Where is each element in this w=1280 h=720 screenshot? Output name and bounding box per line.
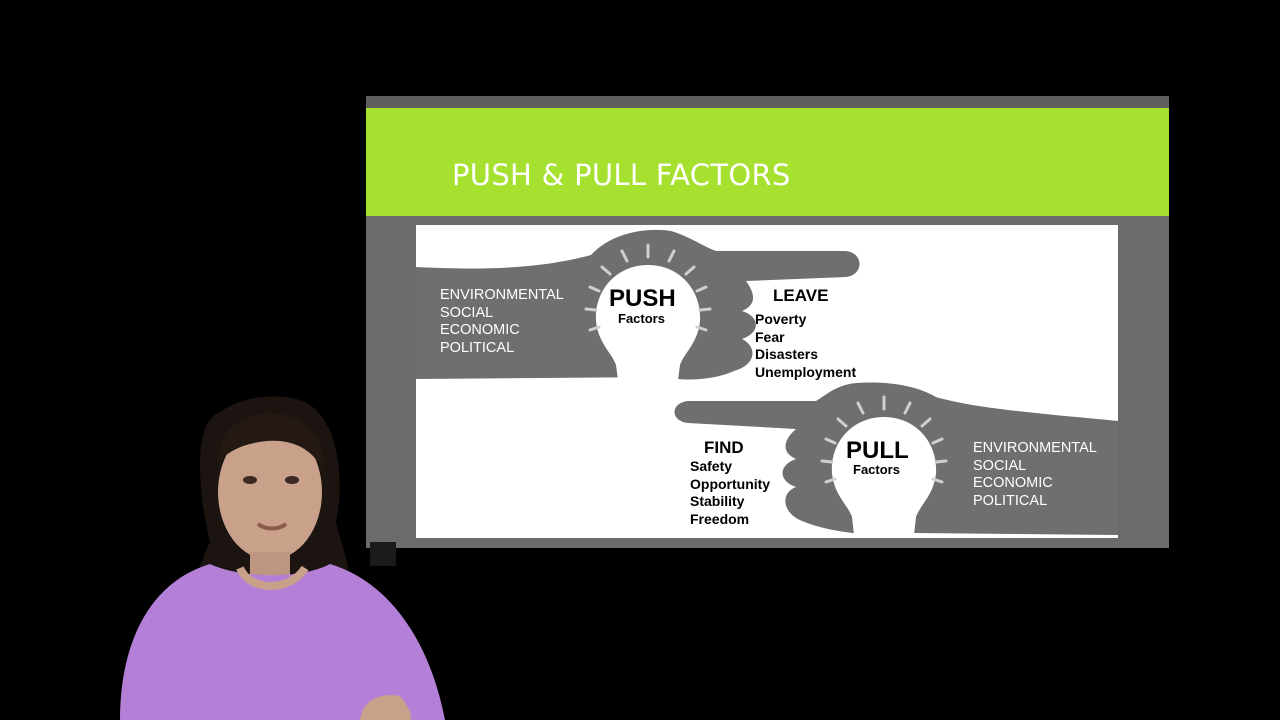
- slide-title: PUSH & PULL FACTORS: [452, 158, 791, 192]
- pull-item: Safety: [690, 458, 733, 474]
- push-categories: ENVIRONMENTAL SOCIAL ECONOMIC POLITICAL: [440, 287, 564, 357]
- pull-heading: FIND: [704, 438, 744, 457]
- push-sub: Factors: [618, 311, 665, 326]
- pull-category: ENVIRONMENTAL: [973, 440, 1097, 456]
- pull-category: SOCIAL: [973, 457, 1027, 474]
- presenter-video: [120, 396, 445, 720]
- push-category: ENVIRONMENTAL: [440, 287, 564, 303]
- push-item: Disasters: [755, 346, 819, 362]
- push-heading: LEAVE: [773, 286, 829, 305]
- push-word: PUSH: [609, 285, 676, 312]
- pull-items: Safety Opportunity Stability Freedom: [690, 458, 770, 528]
- push-item: Poverty: [755, 311, 807, 327]
- push-items: Poverty Fear Disasters Unemployment: [755, 311, 856, 381]
- slide: PUSH & PULL FACTORS: [366, 96, 1169, 548]
- pull-item: Freedom: [690, 510, 750, 527]
- push-category: ECONOMIC: [440, 322, 520, 338]
- push-pull-figure: ENVIRONMENTAL SOCIAL ECONOMIC POLITICAL …: [416, 225, 1118, 538]
- pull-item: Opportunity: [690, 475, 771, 492]
- pull-category: POLITICAL: [973, 492, 1048, 509]
- title-band: PUSH & PULL FACTORS: [366, 108, 1169, 216]
- pull-item: Stability: [690, 493, 745, 509]
- push-bulb-icon: [584, 243, 712, 380]
- pull-sub: Factors: [853, 462, 900, 477]
- push-item: Fear: [755, 328, 785, 345]
- push-item: Unemployment: [755, 363, 857, 380]
- push-category: SOCIAL: [440, 304, 494, 321]
- pull-categories: ENVIRONMENTAL SOCIAL ECONOMIC POLITICAL: [973, 440, 1097, 510]
- push-category: POLITICAL: [440, 339, 515, 356]
- slide-top-bar: [366, 96, 1169, 108]
- pull-word: PULL: [846, 437, 909, 464]
- pull-bulb-icon: [820, 395, 948, 535]
- presenter-figure: [120, 396, 445, 720]
- pull-category: ECONOMIC: [973, 475, 1053, 491]
- pointing-hands-illustration: [416, 229, 1118, 535]
